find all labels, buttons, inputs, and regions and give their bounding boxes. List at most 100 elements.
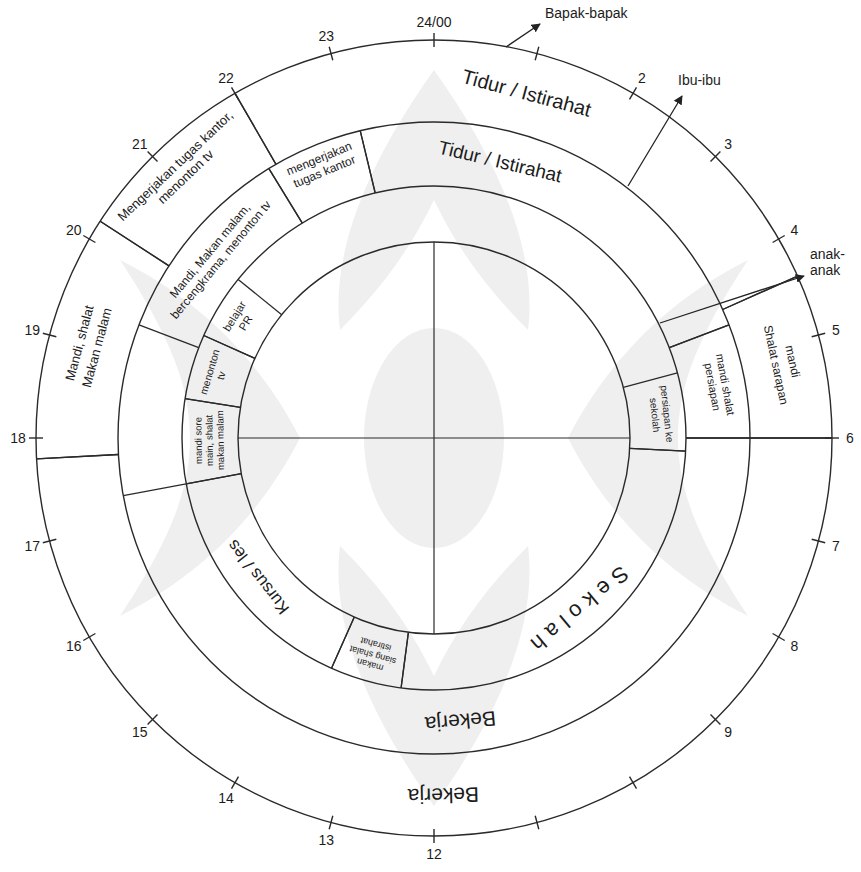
leader-arrow	[506, 24, 540, 47]
hour-tick	[711, 152, 721, 162]
segment-divider	[186, 474, 241, 484]
hour-number: 15	[132, 725, 148, 739]
activity-segment: Bekerja	[405, 780, 481, 810]
axis-lines	[238, 242, 630, 634]
segment-divider	[204, 336, 255, 359]
leader-arrow	[628, 96, 682, 186]
activity-text: Kursus / les	[223, 535, 293, 617]
activity-text: Bekerja	[407, 782, 479, 808]
activity-segment: makan siang shalat istirahat	[342, 630, 403, 678]
hour-tick	[329, 47, 333, 61]
group-label: Bapak-bapak	[545, 5, 628, 21]
activity-text: makan siang shalat istirahat	[345, 632, 402, 675]
segment-divider	[750, 437, 832, 438]
hour-number: 24/00	[416, 15, 451, 29]
segment-divider	[37, 455, 119, 459]
hour-tick	[43, 333, 57, 337]
activity-text: belajar PR	[217, 293, 263, 345]
hour-tick	[29, 437, 43, 438]
activity-text: mandi sore main, shalat makan malam	[193, 411, 227, 471]
activity-text: Tidur / Istirahat	[459, 65, 593, 122]
activity-segment: menonton tv	[196, 346, 237, 402]
hour-number: 16	[66, 639, 82, 653]
segment-divider	[100, 221, 169, 266]
segment-divider	[269, 169, 302, 224]
hour-tick	[630, 777, 637, 789]
activity-text: mandi shalat persiapan	[698, 338, 740, 433]
hour-tick	[535, 47, 539, 61]
activity-segment: Tidur / Istirahat	[457, 62, 596, 124]
group-label: Ibu-ibu	[678, 72, 721, 88]
hour-number: 9	[724, 725, 732, 739]
segment-divider	[238, 279, 282, 314]
hour-number: 14	[218, 791, 234, 805]
activity-segment: Mengerjakan tugas kantor, menonton tv	[111, 104, 252, 240]
segment-divider	[360, 131, 375, 193]
hour-number: 19	[24, 323, 40, 337]
hour-tick	[329, 816, 333, 830]
activity-segment: belajar PR	[214, 290, 265, 348]
activity-segment: Mandi, Makan malam, bercengkrama, menont…	[148, 179, 284, 333]
segment-divider	[401, 632, 408, 688]
hour-tick	[711, 715, 721, 725]
segment-divider	[630, 448, 686, 451]
activity-text: Bekerja	[424, 706, 497, 737]
group-label: anak-anak	[810, 246, 850, 278]
hour-tick	[773, 634, 785, 641]
hour-tick	[232, 777, 239, 789]
activity-text: menonton tv	[198, 348, 234, 399]
segment-divider	[269, 169, 302, 224]
activity-segment: mandiShalat sarapan	[757, 318, 809, 408]
hour-number: 4	[790, 223, 798, 237]
activity-text: Mengerjakan tugas kantor, menonton tv	[114, 107, 249, 237]
activity-text: Tidur / Istirahat	[436, 136, 564, 187]
activity-text: mengerjakan tugas kantor	[280, 139, 363, 194]
activity-text: Mandi, shalat	[63, 302, 99, 385]
activity-segment: mandi sore main, shalat makan malam	[191, 409, 229, 473]
hour-tick	[43, 539, 57, 543]
segment-divider	[185, 399, 240, 408]
inner-circle	[238, 242, 630, 634]
segment-divider	[235, 93, 276, 164]
hour-number: 12	[426, 847, 442, 861]
outer-circle	[36, 40, 832, 836]
activity-segment: Tidur / Istirahat	[434, 134, 566, 189]
segment-divider	[630, 448, 686, 451]
activity-segment: mandi shalat persiapan	[696, 335, 742, 435]
segment-divider	[669, 325, 729, 348]
segment-divider	[401, 632, 408, 688]
hour-number: 17	[24, 539, 40, 553]
segment-divider	[360, 131, 375, 193]
activity-segment: Sekolah	[518, 558, 637, 664]
leader-arrow	[660, 276, 804, 323]
activity-segment: Mandi, shalatMakan malam	[60, 299, 118, 392]
hour-number: 3	[724, 137, 732, 151]
hour-number: 6	[846, 431, 854, 445]
hour-tick	[83, 236, 95, 243]
segment-divider	[332, 617, 355, 668]
hour-number: 13	[319, 833, 335, 847]
hour-tick	[812, 539, 826, 543]
hour-tick	[535, 816, 539, 830]
band-circle	[182, 186, 686, 690]
segment-divider	[100, 221, 169, 266]
segment-divider	[37, 455, 119, 459]
segment-divider	[723, 276, 798, 309]
hour-number: 18	[10, 431, 26, 445]
hour-number: 2	[638, 71, 646, 85]
activity-segment: persiapan ke sekolah	[645, 382, 678, 446]
segment-divider	[623, 373, 677, 388]
activity-segment: Bekerja	[421, 703, 498, 738]
hour-number: 23	[319, 29, 335, 43]
hour-number: 21	[132, 137, 148, 151]
segment-divider	[669, 325, 729, 348]
hour-tick	[433, 33, 434, 47]
ticks-and-dividers	[29, 33, 839, 843]
hour-tick	[148, 152, 158, 162]
segment-divider	[750, 437, 832, 438]
hour-number: 22	[218, 71, 234, 85]
segment-divider	[204, 336, 255, 359]
